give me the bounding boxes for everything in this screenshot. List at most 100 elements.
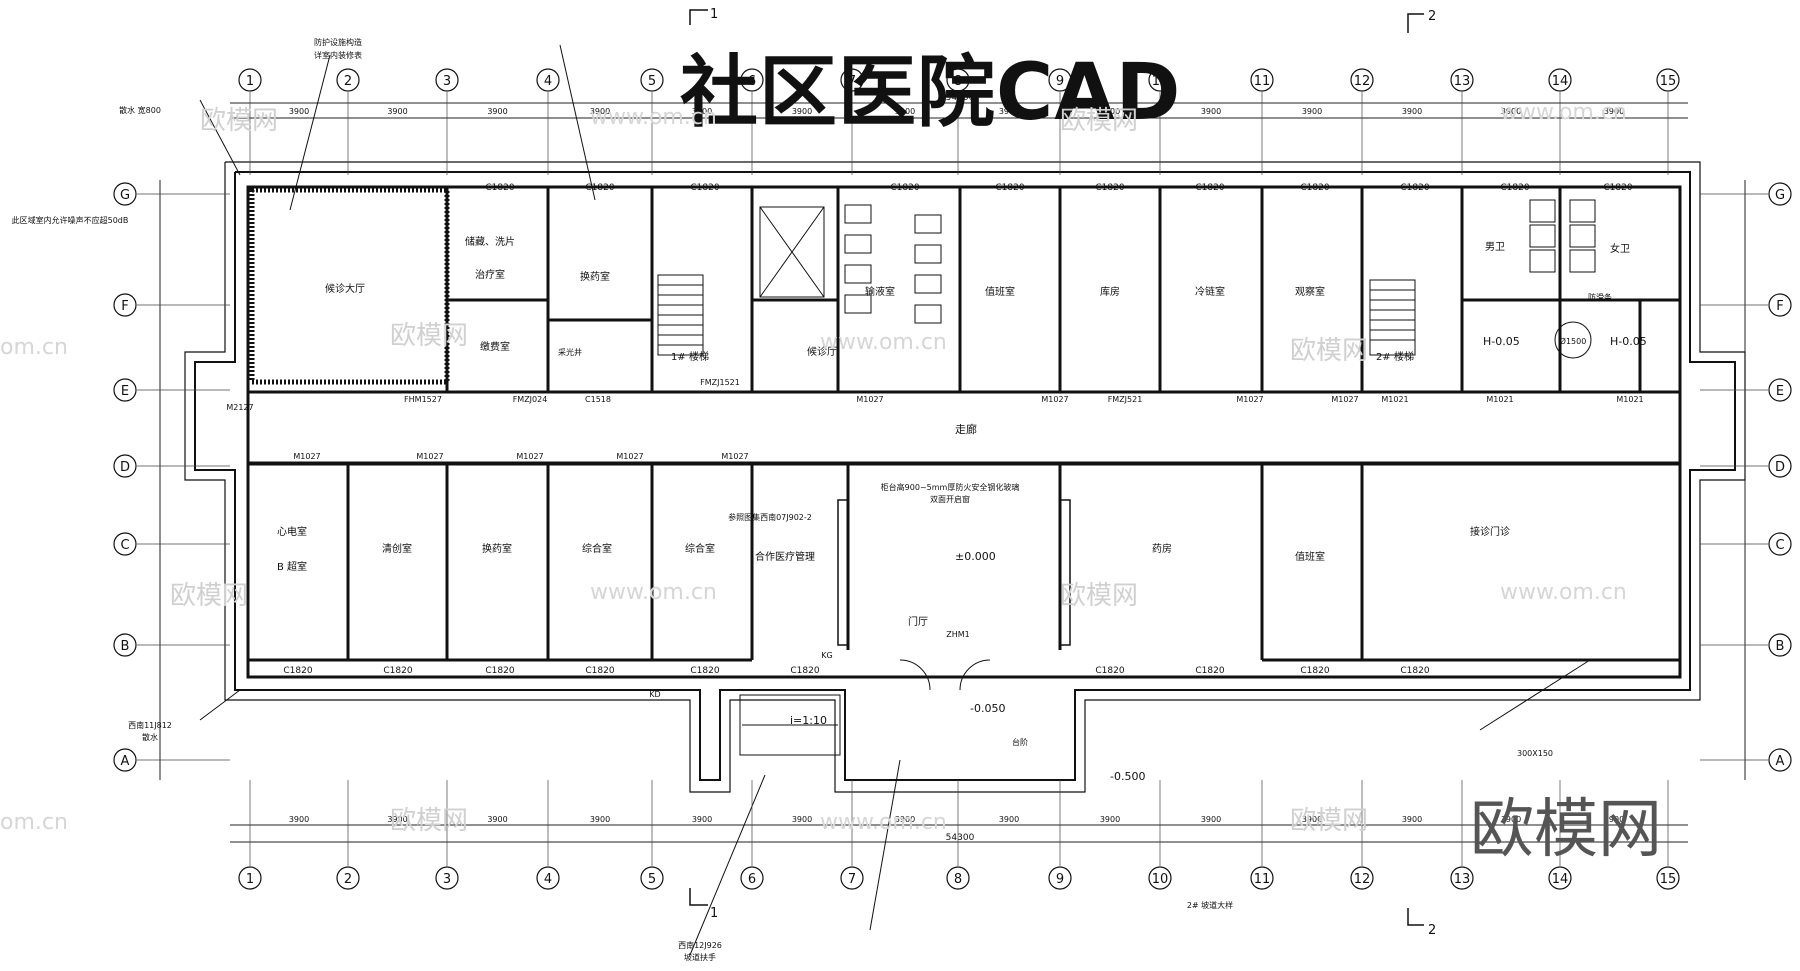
- axis-bubble: [1350, 866, 1374, 890]
- axis-bubble: [740, 866, 764, 890]
- door-label: M2127: [226, 403, 253, 412]
- section-mark-2-top: 2: [1428, 9, 1436, 24]
- axis-bubble: [1656, 866, 1680, 890]
- door-label: M1027: [416, 452, 443, 461]
- axis-label-col: 11: [1254, 872, 1271, 887]
- axis-label-col: 12: [1354, 74, 1371, 89]
- annotation-note: 坡道扶手: [684, 952, 716, 962]
- annotation-note: 柜台高900~5mm厚防火安全钢化玻璃: [881, 482, 1020, 492]
- axis-label-row: G: [1775, 188, 1785, 203]
- top-dimensions: 3900 3900 3900 3900 3900 3900 3900 3900 3900 3900…: [289, 107, 1624, 824]
- total-dimension: 54300: [946, 833, 975, 843]
- dimension-text: 3900: [590, 815, 610, 824]
- elevation-lobby: ±0.000: [955, 550, 996, 563]
- axis-bubble: [435, 866, 459, 890]
- dimension-text: 3900: [999, 107, 1019, 116]
- axis-label-col: 4: [544, 872, 552, 887]
- axis-bubble: [1250, 866, 1274, 890]
- counters: [837, 499, 1071, 646]
- elevation-ramp: -0.050: [970, 702, 1005, 715]
- door-label: M1027: [1331, 395, 1358, 404]
- annotation-note: 台阶: [1012, 737, 1028, 747]
- toilet-stalls: [1529, 199, 1596, 359]
- annotation-note: Ø1500: [1560, 336, 1587, 346]
- axis-label-row: B: [1776, 639, 1785, 654]
- axis-bubble: [113, 293, 137, 317]
- axis-label-col: 15: [1660, 872, 1677, 887]
- ramp-slope: i=1:10: [790, 714, 827, 727]
- annotation-note: 此区域室内允许噪声不应超50dB: [12, 215, 129, 225]
- room-label: 心电室: [277, 525, 307, 538]
- annotation-note: 防滑条: [1588, 292, 1612, 302]
- axis-bubble: [336, 68, 360, 92]
- window-label: C1820: [485, 666, 514, 676]
- annotation-note: 300X150: [1517, 749, 1553, 758]
- room-label: 女卫: [1610, 242, 1630, 255]
- axis-bubble: [1768, 748, 1792, 772]
- axis-bubble: [238, 68, 262, 92]
- axis-bubble: [1768, 454, 1792, 478]
- door-label: M1021: [1381, 395, 1408, 404]
- axis-bubble: [536, 68, 560, 92]
- watermark-url: om.cn: [0, 335, 68, 360]
- axis-label-col: 12: [1354, 872, 1371, 887]
- elevation-exterior: -0.500: [1110, 770, 1145, 783]
- room-label: 男卫: [1485, 241, 1505, 253]
- axis-label-col: 5: [648, 74, 656, 89]
- section-mark-1-bottom: 1: [710, 906, 718, 921]
- axis-label-col: 7: [848, 74, 856, 89]
- axis-bubble: [840, 68, 864, 92]
- annotation-note: 参照图集西南07J902-2: [728, 512, 812, 522]
- axis-bubble: [946, 68, 970, 92]
- elevation-wc1: H-0.05: [1483, 335, 1520, 348]
- dimension-text: 3900: [1604, 107, 1624, 116]
- window-label: C1820: [585, 666, 614, 676]
- axis-label-col: 10: [1152, 872, 1169, 887]
- axis-bubble: [113, 532, 137, 556]
- section-mark-1-top: 1: [710, 7, 718, 22]
- dimension-text: 3900: [1100, 107, 1120, 116]
- door-label: M1021: [1486, 395, 1513, 404]
- window-label: C1820: [890, 183, 919, 193]
- watermark: 欧模网: [1290, 806, 1369, 836]
- door-label: M1027: [856, 395, 883, 404]
- watermark-url: www.om.cn: [590, 105, 717, 130]
- room-label: 接诊门诊: [1470, 525, 1510, 538]
- dimension-text: 3900: [1201, 815, 1221, 824]
- axis-label-col: 1: [246, 872, 254, 887]
- window-label: C1820: [1400, 183, 1429, 193]
- dimension-text: 3900: [1501, 107, 1521, 116]
- dimension-text: 3900: [1604, 815, 1624, 824]
- axis-bubble: [113, 748, 137, 772]
- watermark: 欧模网: [1060, 106, 1139, 136]
- dimension-lines: [159, 102, 1746, 843]
- axis-label-col: 9: [1056, 872, 1064, 887]
- room-label: 观察室: [1295, 285, 1325, 298]
- stair-1: [657, 274, 704, 356]
- axis-label-col: 14: [1552, 74, 1569, 89]
- dimension-text: 3900: [1302, 107, 1322, 116]
- window-label: C1820: [995, 183, 1024, 193]
- dimension-text: 3900: [792, 107, 812, 116]
- dimension-text: 3900: [590, 107, 610, 116]
- axis-bubble: [1148, 866, 1172, 890]
- window-label: C1820: [1095, 666, 1124, 676]
- fire-wall-hatch: [249, 187, 450, 385]
- axis-bubble: [640, 866, 664, 890]
- window-label: C1820: [790, 666, 819, 676]
- axis-bubble: [113, 454, 137, 478]
- watermark-url: www.om.cn: [820, 810, 947, 835]
- room-label: 候诊厅: [807, 345, 837, 358]
- entrance-doors: [899, 659, 991, 691]
- axis-label-col: 3: [443, 872, 451, 887]
- room-label: 治疗室: [475, 268, 505, 281]
- axis-bubble: [1768, 532, 1792, 556]
- annotation-note: 防护设施构造: [314, 37, 362, 47]
- axis-bubble: [113, 182, 137, 206]
- window-label: C1820: [1195, 183, 1224, 193]
- room-label: 综合室: [582, 542, 612, 555]
- axis-label-col: 15: [1660, 74, 1677, 89]
